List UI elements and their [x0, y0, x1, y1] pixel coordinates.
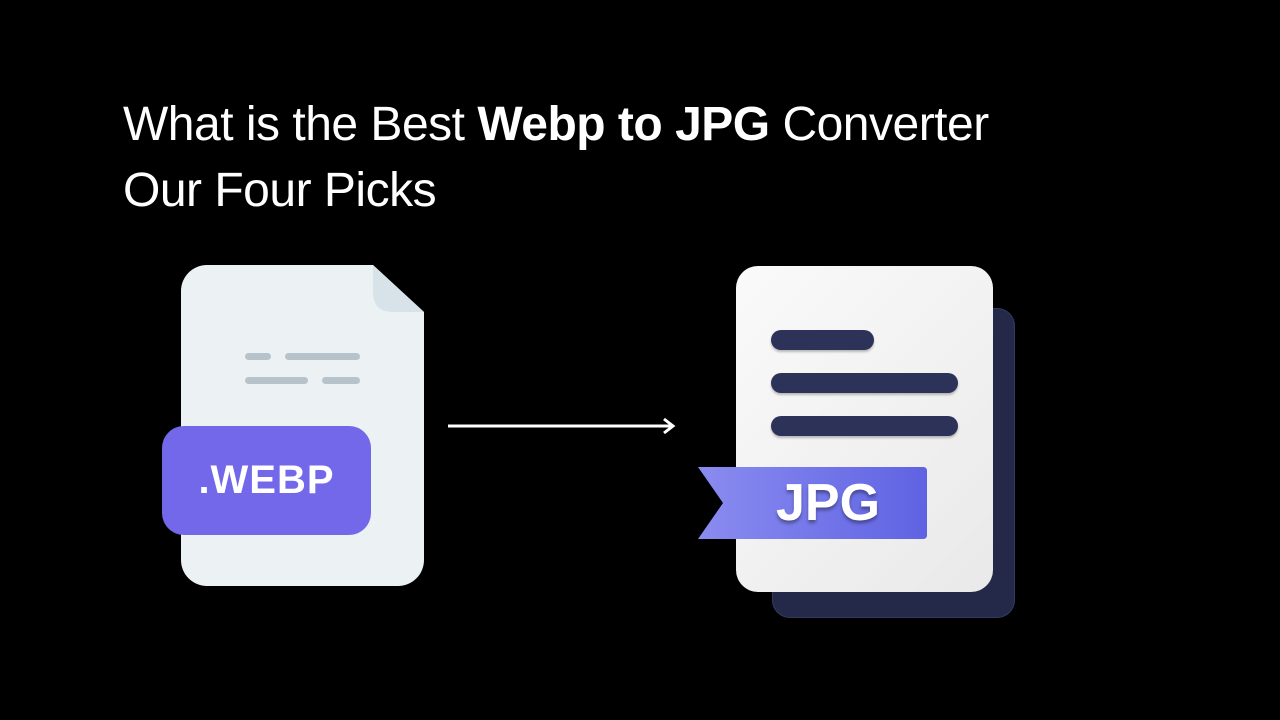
- page-fold-icon: [373, 265, 424, 312]
- text-line: [771, 373, 958, 393]
- text-line: [771, 330, 874, 350]
- text-line: [285, 353, 360, 360]
- arrow-right-icon: [448, 417, 676, 435]
- text-line: [322, 377, 360, 384]
- text-line: [245, 353, 271, 360]
- jpg-ribbon: [698, 467, 927, 539]
- title-emphasis: Webp to JPG: [477, 98, 770, 151]
- jpg-badge: JPG: [775, 474, 881, 532]
- title-line-2: Our Four Picks: [123, 164, 437, 217]
- webp-badge: .WEBP: [162, 426, 371, 535]
- title-line-1: What is the Best Webp to JPG Converter: [123, 98, 989, 151]
- page-title: What is the Best Webp to JPG Converter O…: [123, 92, 989, 224]
- text-line: [771, 416, 958, 436]
- text-line: [245, 377, 308, 384]
